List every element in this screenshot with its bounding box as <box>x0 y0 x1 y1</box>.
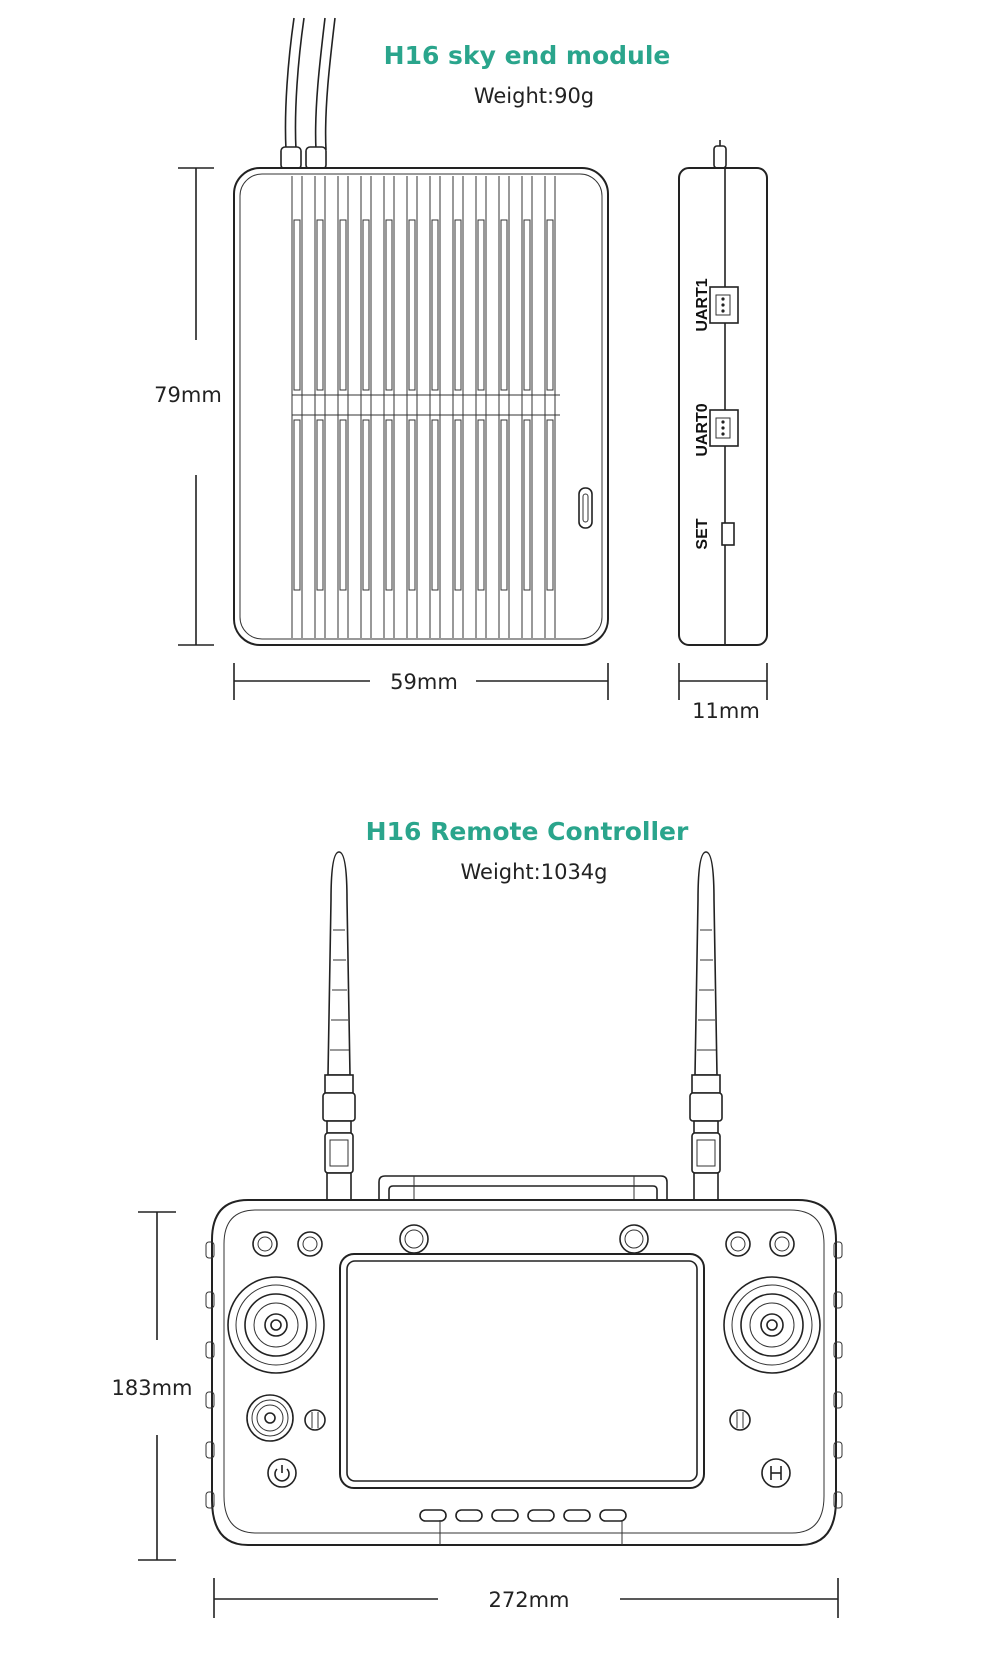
rc-height-dimension <box>138 1211 176 1561</box>
left-joystick <box>227 1276 325 1374</box>
uart0-label: UART0 <box>694 403 711 456</box>
heatsink-slot <box>316 419 324 591</box>
bottom-button <box>419 1509 447 1522</box>
heatsink-slot <box>362 219 370 391</box>
sky-module-weight: Weight:90g <box>474 84 594 108</box>
heatsink-slot <box>477 419 485 591</box>
heatsink-slot <box>523 419 531 591</box>
rc-screen <box>339 1253 705 1489</box>
sky-height-label: 79mm <box>154 383 222 407</box>
right-antenna <box>688 851 724 1219</box>
heatsink-slot <box>362 419 370 591</box>
antenna-cables <box>280 17 336 170</box>
heatsink-slot <box>546 419 554 591</box>
rc-width-dimension <box>213 1578 839 1618</box>
heatsink-slot <box>477 219 485 391</box>
grip-bump <box>833 1441 843 1459</box>
power-button <box>267 1458 297 1488</box>
grip-bump <box>205 1341 215 1359</box>
heatsink-slot <box>339 219 347 391</box>
bottom-button <box>455 1509 483 1522</box>
heatsink-slot <box>408 419 416 591</box>
bottom-button <box>491 1509 519 1522</box>
set-label: SET <box>694 518 711 549</box>
heatsink-slot <box>454 419 462 591</box>
heatsink-slot <box>431 419 439 591</box>
sky-width-dimension <box>233 663 609 700</box>
heatsink-slot <box>385 419 393 591</box>
grip-bump <box>833 1391 843 1409</box>
uart1-label: UART1 <box>694 278 711 331</box>
heatsink-slot <box>293 419 301 591</box>
uart0-connector <box>709 409 739 447</box>
heatsink-slot <box>293 219 301 391</box>
bottom-button <box>563 1509 591 1522</box>
heatsink-slot <box>500 219 508 391</box>
grip-bump <box>205 1391 215 1409</box>
bottom-button <box>527 1509 555 1522</box>
grip-bump <box>833 1491 843 1509</box>
rc-title: H16 Remote Controller <box>366 817 689 846</box>
heatsink-slot <box>454 219 462 391</box>
sky-module-title: H16 sky end module <box>384 41 671 70</box>
heatsink-slot <box>408 219 416 391</box>
left-antenna <box>321 851 357 1219</box>
rc-weight: Weight:1034g <box>460 860 607 884</box>
grip-bump <box>833 1241 843 1259</box>
heatsink-slot <box>316 219 324 391</box>
uart1-connector <box>709 286 739 324</box>
rc-top-buttons <box>252 1224 795 1257</box>
grip-bump <box>205 1491 215 1509</box>
home-button <box>761 1458 791 1488</box>
sky-depth-label: 11mm <box>692 699 760 723</box>
heatsink-slot <box>523 219 531 391</box>
bottom-button <box>599 1509 627 1522</box>
set-button <box>721 522 735 546</box>
sky-depth-dimension <box>678 663 768 700</box>
heatsink-slot <box>500 419 508 591</box>
heatsink-slot <box>339 419 347 591</box>
sky-height-dimension <box>178 167 214 646</box>
heatsink-slot <box>546 219 554 391</box>
right-joystick <box>723 1276 821 1374</box>
grip-bump <box>205 1241 215 1259</box>
heatsink-slot <box>385 219 393 391</box>
rc-width-label: 272mm <box>489 1588 570 1612</box>
left-dial <box>246 1394 294 1442</box>
side-screws <box>304 1409 751 1431</box>
heatsink-slot <box>431 219 439 391</box>
grip-bump <box>833 1341 843 1359</box>
rc-bottom-buttons <box>419 1509 627 1522</box>
sky-width-label: 59mm <box>390 670 458 694</box>
sky-module-side-view <box>678 140 768 646</box>
grip-bump <box>205 1291 215 1309</box>
grip-bump <box>205 1441 215 1459</box>
rc-height-label: 183mm <box>112 1376 193 1400</box>
grip-bump <box>833 1291 843 1309</box>
sky-module-front-view <box>233 167 609 646</box>
